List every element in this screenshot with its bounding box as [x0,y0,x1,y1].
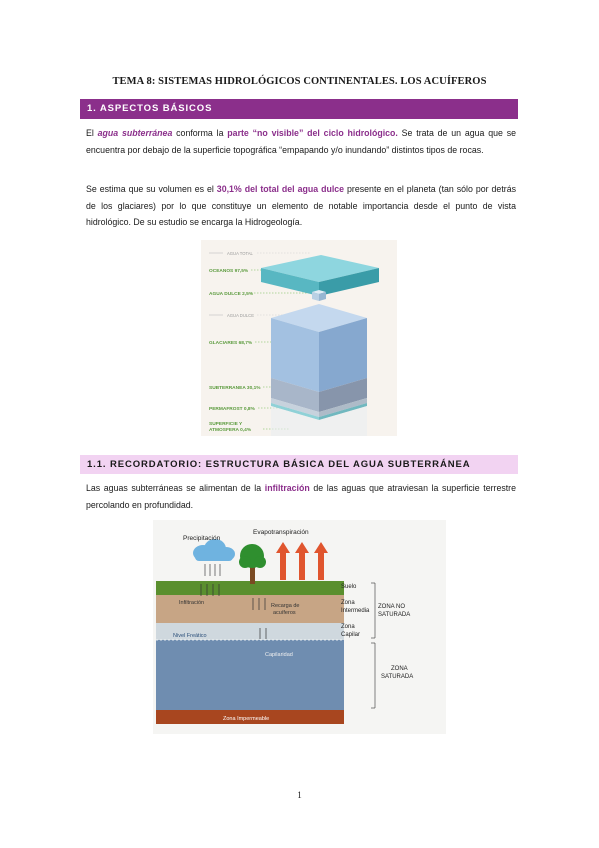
label-atmosfera: ATMOSFERA 0,4% [209,427,252,433]
label-recarga-1: Recarga de [271,603,299,609]
highlight-agua-subterranea: agua subterránea [97,128,173,138]
text: Se trata de un agua que se encuentra por… [86,128,517,155]
paragraph-volumen: Se estima que su volumen es el 30,1% del… [86,181,516,231]
label-zona-no-saturada-1: ZONA NO [378,604,405,610]
label-zona-intermedia-2: Intermedia [341,608,370,614]
glacier-block-right [319,318,367,392]
tree-icon [239,544,266,584]
label-subterranea: SUBTERRANEA 30,1% [209,385,261,391]
page-number: 1 [297,790,302,800]
label-superficie: SUPERFICIE Y [209,421,243,427]
label-zona-capilar-2: Capilar [341,632,360,638]
groundwater-structure-figure: Precipitación Evapotranspiración Suelo Z… [153,520,446,734]
label-infiltracion: Infiltración [179,600,204,606]
text: conforma la [172,128,228,138]
highlight-infiltracion: infiltración [264,483,310,493]
label-zona-impermeable: Zona Impermeable [223,716,269,722]
paragraph-agua-subterranea: El agua subterránea conforma la parte “n… [86,125,516,158]
label-oceanos: OCEANOS 97,5% [209,268,249,274]
evapotranspiration-arrows-icon [276,542,328,580]
water-distribution-svg: AGUA TOTAL OCEANOS 97,5% AGUA DULCE 2,5%… [209,251,379,436]
groundwater-structure-svg: Precipitación Evapotranspiración Suelo Z… [156,529,413,724]
ocean-block-left [261,268,319,296]
label-permafrost: PERMAFROST 0,8% [209,406,256,412]
groundwater-block-left [271,378,319,412]
water-distribution-figure: AGUA TOTAL OCEANOS 97,5% AGUA DULCE 2,5%… [201,240,397,436]
text: presente en el planeta (tan sólo por det… [86,184,516,227]
zona-capilar-layer [156,623,344,640]
text: El [86,128,98,138]
label-zona-saturada-2: SATURADA [381,674,413,680]
suelo-layer [156,581,344,595]
highlight-parte-no-visible: parte “no visible” del ciclo hidrológico… [227,128,398,138]
paragraph-infiltracion: Las aguas subterráneas se alimentan de l… [86,480,516,513]
highlight-porcentaje: 30,1% del total del agua dulce [216,184,345,194]
infiltration-arrows-icon [200,584,267,639]
section-heading-aspectos-basicos: 1. ASPECTOS BÁSICOS [80,99,518,119]
label-agua-dulce: AGUA DULCE 2,5% [209,291,254,297]
document-title: TEMA 8: SISTEMAS HIDROLÓGICOS CONTINENTA… [112,76,487,87]
zona-intermedia-layer [156,595,344,623]
text: Se estima que su volumen es el [86,184,217,194]
label-suelo: Suelo [341,584,357,590]
label-agua-total: AGUA TOTAL [227,251,254,256]
label-zona-no-saturada-2: SATURADA [378,612,410,618]
label-agua-dulce-header: AGUA DULCE [227,313,254,318]
label-zona-intermedia-1: Zona [341,600,355,606]
label-recarga-2: acuíferos [273,610,296,616]
zona-impermeable-layer [156,710,344,724]
glacier-block-left [271,318,319,392]
ocean-block-top [261,255,379,282]
label-precipitacion: Precipitación [183,535,221,542]
label-zona-saturada-1: ZONA [391,666,408,672]
cloud-icon [193,539,235,561]
label-glaciares: GLACIARES 68,7% [209,340,253,346]
ocean-block-right [319,268,379,296]
label-zona-capilar-1: Zona [341,624,355,630]
label-evapotranspiracion: Evapotranspiración [253,529,309,536]
section-heading-recordatorio: 1.1. RECORDATORIO: ESTRUCTURA BÁSICA DEL… [80,455,518,474]
label-capilaridad: Capilaridad [265,652,293,658]
groundwater-block-right [319,378,367,412]
text: de las aguas que atraviesan la superfici… [86,483,517,510]
zona-saturada-layer [156,640,344,710]
label-nivel-freatico: Nivel Freático [173,633,207,639]
text: Las aguas subterráneas se alimentan de l… [86,483,265,493]
rain-arrows-icon [204,564,221,576]
